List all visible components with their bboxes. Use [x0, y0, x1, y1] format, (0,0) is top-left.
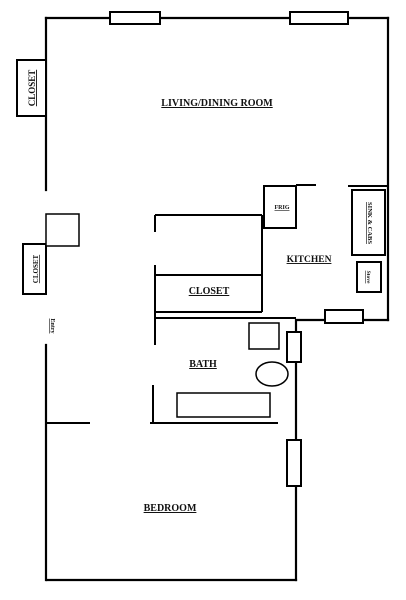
bedroom-label: BEDROOM	[144, 503, 197, 514]
closet-center-label: CLOSET	[189, 286, 230, 297]
window	[109, 11, 161, 25]
bath-label: BATH	[189, 359, 217, 370]
windows	[109, 11, 364, 487]
closet-left-box	[22, 243, 47, 295]
frig-box	[263, 185, 297, 229]
closet-top-left-label: CLOSET	[27, 70, 37, 107]
frig-label: FRIG	[275, 205, 290, 211]
window	[286, 331, 302, 363]
bath-sink	[248, 322, 280, 350]
entry-label: Entry	[49, 319, 55, 334]
sink-cabs-label: SINK & CABS	[366, 202, 373, 244]
living-dining-room-label: LIVING/DINING ROOM	[161, 98, 273, 109]
window	[286, 439, 302, 487]
interior-walls	[46, 184, 388, 424]
window	[324, 309, 364, 324]
stove-box	[356, 261, 382, 293]
entry-door	[45, 213, 80, 247]
sink-cabinet-box	[351, 189, 386, 256]
closet-left-label: CLOSET	[32, 254, 40, 283]
bathtub	[176, 392, 271, 418]
toilet	[255, 361, 289, 387]
closet-top-left-box	[16, 59, 47, 117]
window	[289, 11, 349, 25]
stove-label: Stove	[365, 271, 371, 284]
kitchen-label: KITCHEN	[287, 255, 332, 265]
